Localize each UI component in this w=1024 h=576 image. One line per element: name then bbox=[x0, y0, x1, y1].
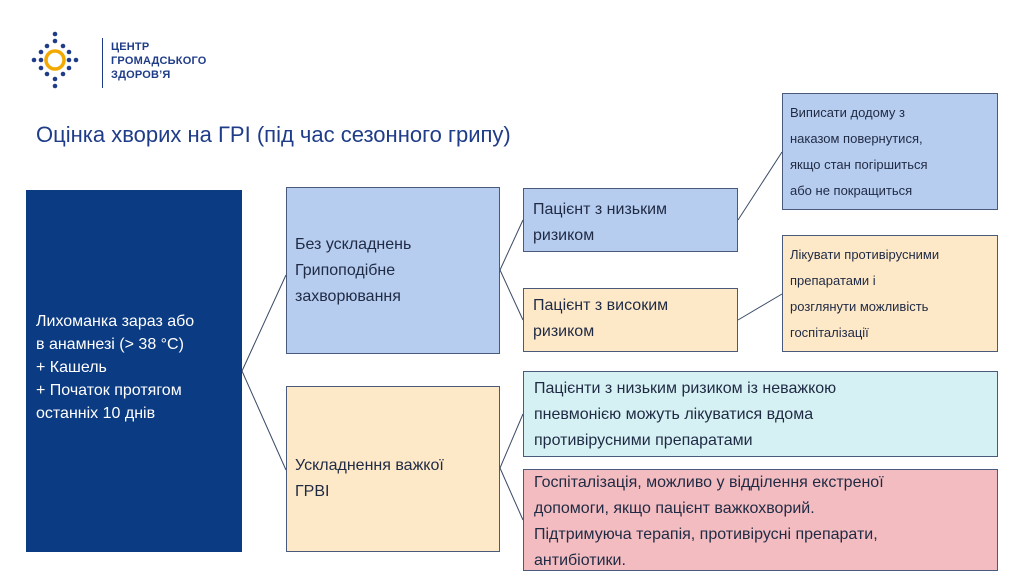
slide-title: Оцінка хворих на ГРІ (під час сезонного … bbox=[36, 122, 511, 147]
connector-symptoms-severe bbox=[241, 370, 287, 471]
logo-text: ЦЕНТР ГРОМАДСЬКОГО ЗДОРОВ’Я bbox=[111, 40, 231, 82]
dotted-circle-logo-icon bbox=[31, 31, 79, 89]
connector-high-antiviral bbox=[737, 293, 783, 321]
low-risk-text: Пацієнт з низьким ризиком bbox=[533, 201, 668, 244]
connector-symptoms-nocompl bbox=[241, 274, 287, 372]
no-complications-text: Без ускладнень Грипоподібне захворювання bbox=[295, 236, 412, 305]
connector-nocompl-high bbox=[499, 269, 524, 321]
pneumonia-home-box: Пацієнти з низьким ризиком із неважкою п… bbox=[523, 371, 998, 457]
treat-antivirals-box: Лікувати противірусними препаратами і ро… bbox=[782, 235, 998, 352]
hospitalization-box: Госпіталізація, можливо у відділення екс… bbox=[523, 469, 998, 571]
send-home-box: Виписати додому з наказом повернутися, я… bbox=[782, 93, 998, 210]
high-risk-text: Пацієнт з високим ризиком bbox=[533, 297, 669, 340]
logo-line-3: ЗДОРОВ’Я bbox=[111, 69, 171, 81]
hospitalization-text: Госпіталізація, можливо у відділення екс… bbox=[534, 474, 884, 569]
treat-antivirals-text: Лікувати противірусними препаратами і ро… bbox=[790, 247, 940, 340]
logo-divider bbox=[102, 38, 103, 88]
connector-severe-pneumonia bbox=[499, 413, 524, 469]
logo-line-2: ГРОМАДСЬКОГО bbox=[111, 55, 207, 67]
send-home-text: Виписати додому з наказом повернутися, я… bbox=[790, 105, 928, 198]
pneumonia-home-text: Пацієнти з низьким ризиком із неважкою п… bbox=[534, 380, 837, 449]
connector-severe-hosp bbox=[499, 467, 524, 521]
high-risk-box: Пацієнт з високим ризиком bbox=[523, 288, 738, 352]
symptoms-box: Лихоманка зараз або в анамнезі (> 38 °C)… bbox=[26, 190, 242, 552]
symptoms-text: Лихоманка зараз або в анамнезі (> 38 °C)… bbox=[36, 313, 195, 422]
severe-complications-box: Ускладнення важкої ГРВІ bbox=[286, 386, 500, 552]
logo-line-1: ЦЕНТР bbox=[111, 41, 150, 53]
low-risk-box: Пацієнт з низьким ризиком bbox=[523, 188, 738, 252]
no-complications-box: Без ускладнень Грипоподібне захворювання bbox=[286, 187, 500, 354]
connector-low-home bbox=[737, 151, 783, 221]
connector-nocompl-low bbox=[499, 219, 524, 271]
severe-complications-text: Ускладнення важкої ГРВІ bbox=[295, 457, 444, 500]
